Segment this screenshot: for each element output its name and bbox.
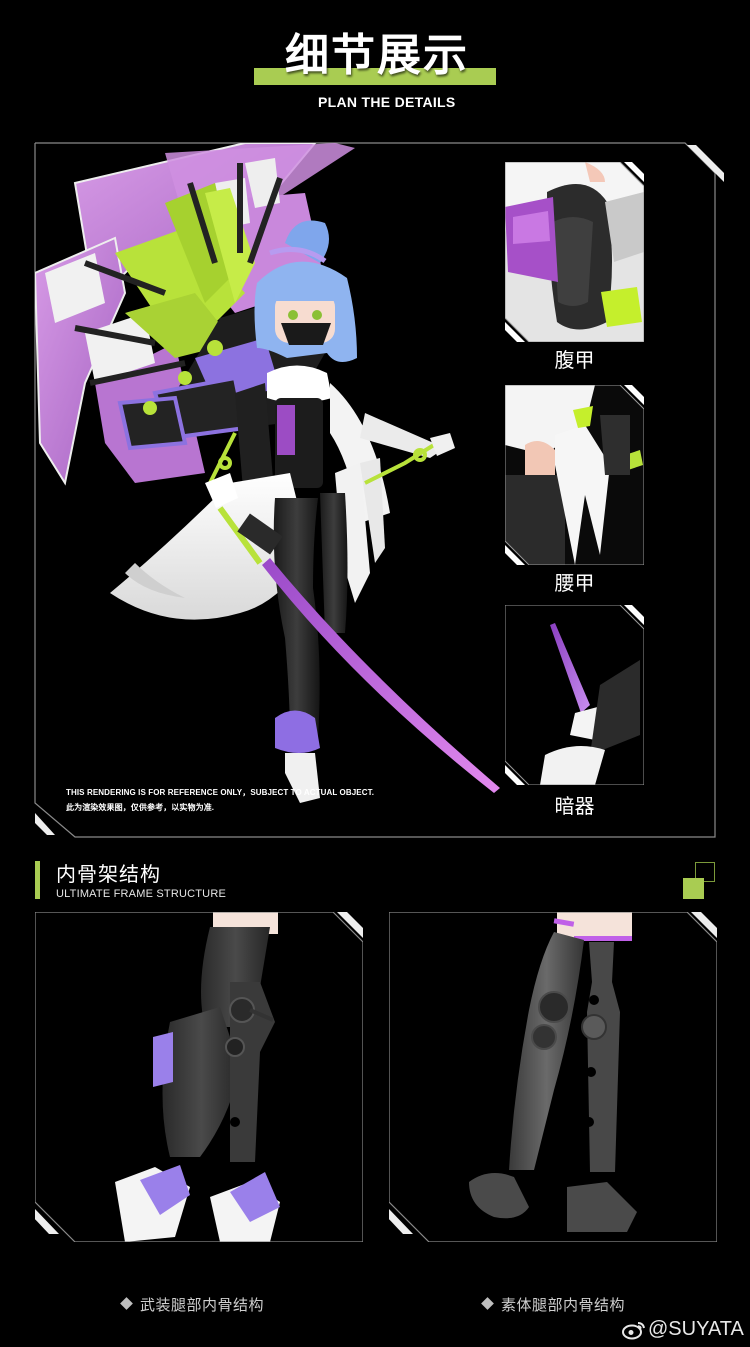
hero-figure-image	[35, 143, 500, 803]
armored-leg-frame-image	[35, 912, 363, 1242]
legs-icon	[273, 493, 348, 803]
bare-leg-panel	[389, 912, 717, 1242]
caption-bare-leg: 素体腿部内骨结构	[481, 1294, 626, 1315]
details-panel: THIS RENDERING IS FOR REFERENCE ONLY，SUB…	[34, 142, 724, 838]
thumbnail-waist-armor[interactable]	[505, 385, 644, 565]
section-subtitle: ULTIMATE FRAME STRUCTURE	[56, 888, 227, 900]
thumbnail-abdomen-armor[interactable]	[505, 162, 644, 342]
thumbnail-label-hidden-weapon: 暗器	[554, 794, 595, 818]
disclaimer-text: THIS RENDERING IS FOR REFERENCE ONLY，SUB…	[66, 785, 374, 815]
sword-icon	[217, 506, 500, 793]
section-title: 内骨架结构	[56, 862, 161, 886]
disclaimer-en: THIS RENDERING IS FOR REFERENCE ONLY，SUB…	[66, 788, 375, 797]
thumbnail-label-waist: 腰甲	[554, 571, 595, 595]
watermark-handle: @SUYATA	[648, 1318, 744, 1340]
page-title: 细节展示	[285, 30, 469, 81]
disclaimer-zh: 此为渲染效果图，仅供参考，以实物为准.	[66, 803, 215, 812]
hand-icon	[205, 433, 455, 508]
caption-bare-leg-text: 素体腿部内骨结构	[501, 1296, 626, 1314]
hidden-weapon-image	[505, 605, 644, 785]
watermark: @SUYATA	[622, 1318, 744, 1341]
chain-icon	[208, 432, 447, 485]
thumbnail-label-abdomen: 腹甲	[554, 348, 595, 372]
waist-armor-image	[505, 385, 644, 565]
weibo-icon	[622, 1321, 645, 1339]
details-panel-border	[34, 142, 724, 838]
title-accent-bar	[254, 68, 496, 85]
caption-armored-leg: 武装腿部内骨结构	[120, 1294, 265, 1315]
diamond-bullet-icon	[481, 1297, 494, 1310]
page-subtitle: PLAN THE DETAILS	[318, 94, 456, 110]
bare-leg-frame-image	[389, 912, 717, 1242]
thumbnail-hidden-weapon[interactable]	[505, 605, 644, 785]
diamond-bullet-icon	[120, 1297, 133, 1310]
head-icon	[254, 220, 357, 362]
caption-armored-leg-text: 武装腿部内骨结构	[140, 1296, 265, 1314]
decor-square-outline	[695, 862, 715, 882]
section-accent-bar	[35, 861, 40, 899]
armored-leg-panel	[35, 912, 363, 1242]
decor-square-filled	[683, 878, 704, 899]
abdomen-armor-image	[505, 162, 644, 342]
